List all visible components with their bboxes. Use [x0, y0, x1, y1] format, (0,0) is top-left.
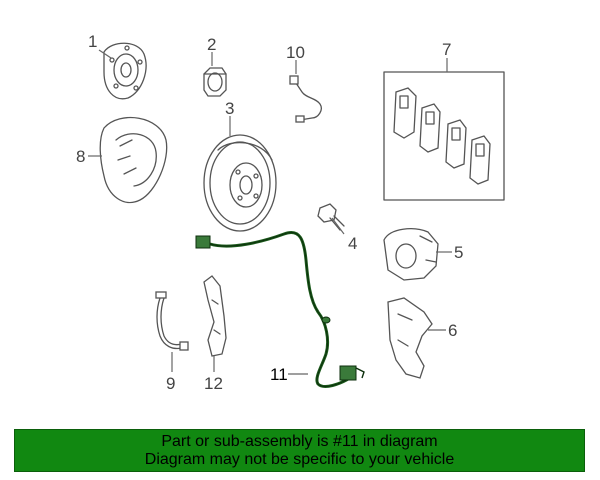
- callout-9[interactable]: 9: [166, 374, 175, 393]
- part-4-bolt[interactable]: [317, 203, 345, 231]
- part-12-bracket[interactable]: [203, 275, 227, 357]
- part-9-hose[interactable]: [155, 291, 189, 351]
- callout-1[interactable]: 1: [88, 32, 97, 51]
- part-7-pad-set[interactable]: [383, 71, 505, 201]
- callout-7[interactable]: 7: [442, 40, 451, 59]
- callout-8[interactable]: 8: [76, 147, 85, 166]
- leader-1: [98, 49, 112, 59]
- callout-4[interactable]: 4: [348, 234, 357, 253]
- callout-3[interactable]: 3: [225, 99, 234, 118]
- callout-5[interactable]: 5: [454, 243, 463, 262]
- part-10-wear-sensor[interactable]: [289, 75, 322, 123]
- callout-10[interactable]: 10: [286, 43, 305, 62]
- callout-6[interactable]: 6: [448, 321, 457, 340]
- part-2-nut[interactable]: [203, 67, 227, 97]
- part-3-rotor[interactable]: [203, 134, 277, 232]
- leader-4: [331, 217, 345, 235]
- info-banner: Part or sub-assembly is #11 in diagram D…: [14, 429, 585, 472]
- part-8-dust-shield[interactable]: [99, 116, 168, 204]
- part-5-caliper[interactable]: [383, 228, 439, 281]
- part-6-bracket[interactable]: [387, 297, 433, 379]
- callout-11[interactable]: 11: [270, 365, 288, 384]
- part-1-hub[interactable]: [103, 42, 147, 100]
- banner-line-1: Part or sub-assembly is #11 in diagram: [161, 432, 438, 450]
- part-11-speed-sensor[interactable]: [195, 231, 365, 388]
- callout-12[interactable]: 12: [204, 374, 223, 393]
- callout-2[interactable]: 2: [207, 35, 216, 54]
- banner-line-2: Diagram may not be specific to your vehi…: [144, 450, 455, 468]
